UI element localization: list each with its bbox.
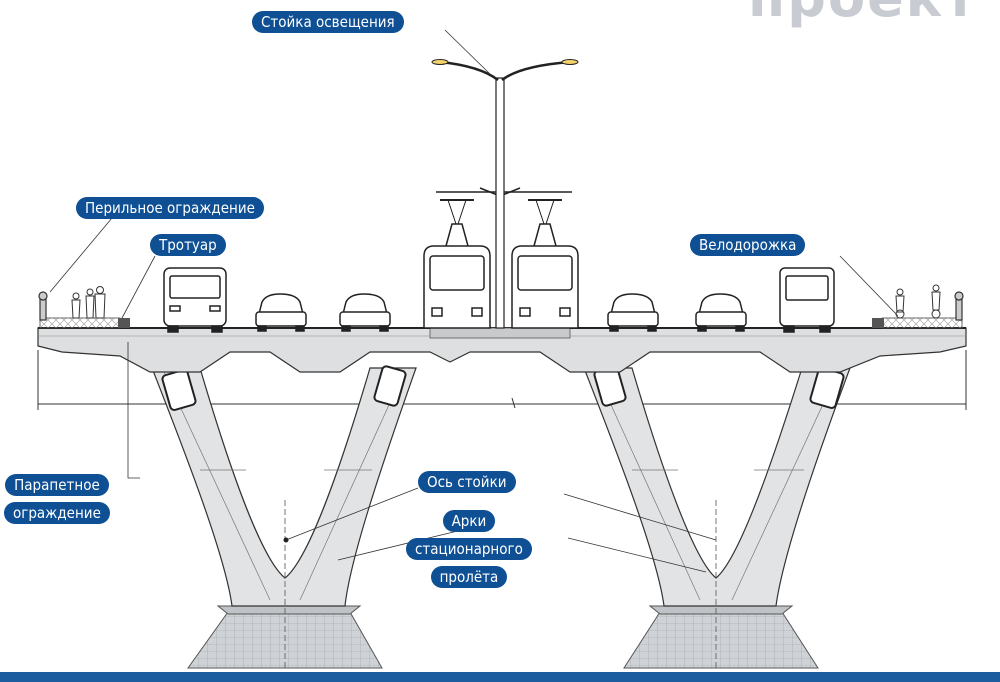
bridge-deck <box>37 327 967 373</box>
label-railing: Перильное ограждение <box>76 197 264 219</box>
label-bike-lane: Велодорожка <box>690 234 806 256</box>
label-arches-line-3: пролёта <box>430 566 508 588</box>
tram-right <box>511 199 579 329</box>
pedestrians <box>71 286 106 319</box>
curb-left <box>118 318 130 328</box>
leader-lines <box>49 29 899 573</box>
label-parapet-line-2: ограждение <box>4 502 110 524</box>
bike-lane-right <box>881 317 963 329</box>
car-3 <box>607 293 659 332</box>
car-1 <box>255 293 307 332</box>
railing-right <box>954 291 964 321</box>
cyclists <box>895 284 941 319</box>
label-arches-line-2: стационарного <box>406 538 532 560</box>
label-arches: Арки стационарного пролёта <box>406 510 532 588</box>
pier-right <box>583 367 851 607</box>
curb-right <box>872 318 884 328</box>
bearing-slots <box>161 365 845 411</box>
lighting-pole <box>431 59 579 329</box>
foundation-right <box>623 605 819 669</box>
label-sidewalk: Тротуар <box>150 234 226 256</box>
label-pier-axis: Ось стойки <box>418 471 516 493</box>
label-parapet-line-1: Парапетное <box>5 474 109 496</box>
pier-axis-lines <box>284 500 717 668</box>
label-parapet: Парапетное ограждение <box>4 474 110 524</box>
footer-bar <box>0 672 1000 682</box>
watermark-text: проект <box>748 0 978 29</box>
bus-right <box>779 267 835 333</box>
car-4 <box>695 293 747 332</box>
bus-left <box>163 267 227 333</box>
label-arches-line-1: Арки <box>442 510 496 532</box>
sidewalk-left <box>39 317 121 329</box>
car-2 <box>339 293 391 332</box>
pier-axis-marker <box>283 537 289 543</box>
label-lighting-pole: Стойка освещения <box>252 11 404 33</box>
railing-left <box>38 291 48 321</box>
tram-left <box>423 199 491 329</box>
